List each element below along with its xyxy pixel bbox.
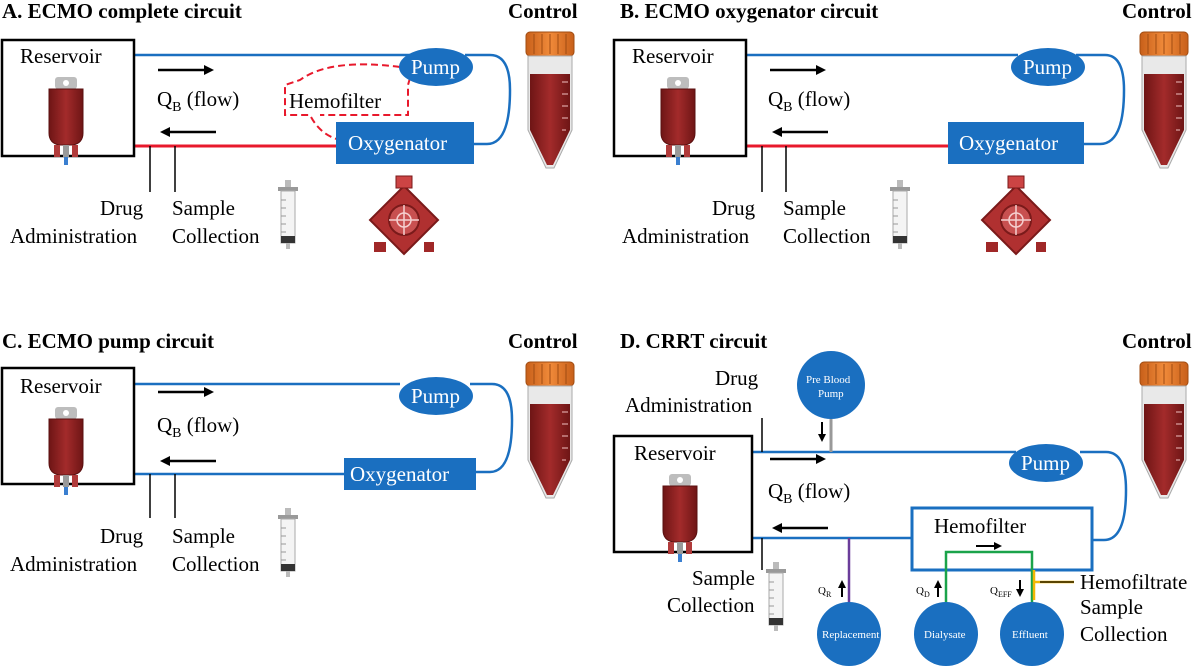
panel-d-sample-label-1: Sample (692, 566, 755, 590)
panel-b-sample-label-2: Collection (783, 224, 871, 248)
panel-b-pump-label: Pump (1023, 55, 1072, 79)
panel-b-reservoir-label: Reservoir (632, 44, 714, 68)
panel-b-control-tube-icon (1139, 31, 1189, 169)
panel-d-control-tube-icon (1139, 361, 1189, 499)
panel-c-control-label: Control (508, 329, 578, 353)
panel-a-iv-bag-icon (48, 76, 84, 166)
panel-c-title: C. ECMO pump circuit (2, 329, 214, 353)
panel-a-pump (399, 48, 473, 86)
panel-b-drug-label-1: Drug (712, 196, 756, 220)
panel-d-control-label: Control (1122, 329, 1192, 353)
panel-b-oxygenator (948, 122, 1084, 164)
panel-d-drug-label-1: Drug (715, 366, 759, 390)
panel-c-pump-label: Pump (411, 384, 460, 408)
panel-a-syringe-icon (277, 179, 299, 250)
panel-c-iv-bag-icon (48, 406, 84, 496)
panel-c-flow-label: QB (flow) (157, 413, 239, 441)
panel-b-title: B. ECMO oxygenator circuit (620, 0, 878, 23)
panel-a-sample-label-1: Sample (172, 196, 235, 220)
panel-d-pre-pump-label-2: Pump (818, 388, 844, 400)
panel-d: D. CRRT circuit Control Pre Blood Pump D… (612, 329, 1192, 666)
panel-b-pump (1011, 48, 1085, 86)
panel-d-pre-pump-label-1: Pre Blood (806, 374, 851, 386)
panel-d-reservoir-label: Reservoir (634, 441, 716, 465)
panel-d-effluent-label: Effluent (1012, 629, 1048, 641)
panel-b-iv-bag-icon (660, 76, 696, 166)
panel-b-oxygenator-label: Oxygenator (959, 131, 1058, 155)
panel-a-control-label: Control (508, 0, 578, 23)
panel-d-drug-label-2: Administration (625, 393, 753, 417)
panel-b-flow-label: QB (flow) (768, 87, 850, 115)
panel-d-hemo-sample-label-1: Hemofiltrate (1080, 570, 1187, 594)
panel-d-replacement-circle (817, 602, 881, 666)
panel-d-title: D. CRRT circuit (620, 329, 767, 353)
panel-d-hemo-sample-label-3: Collection (1080, 622, 1168, 646)
panel-d-pre-blood-pump (797, 351, 865, 419)
panel-c-control-tube-icon (525, 361, 575, 499)
panel-d-pump-label: Pump (1021, 451, 1070, 475)
panel-d-effluent-circle (1000, 602, 1064, 666)
panel-a-control-tube-icon (525, 31, 575, 169)
panel-d-qeff-label: QEFF (990, 585, 1012, 599)
panel-c-sample-label-2: Collection (172, 552, 260, 576)
panel-c-drug-label-2: Administration (10, 552, 138, 576)
panel-a-flow-label: QB (flow) (157, 87, 239, 115)
panel-a: A. ECMO complete circuit Control Reservo… (0, 0, 578, 255)
panel-d-hemofilter-label: Hemofilter (934, 514, 1026, 538)
panel-d-iv-bag-icon (662, 473, 698, 563)
panel-b-oxygenator-device-icon (981, 175, 1051, 255)
panel-c-reservoir-label: Reservoir (20, 374, 102, 398)
panel-a-oxygenator (336, 122, 474, 164)
panel-c-oxygenator (344, 458, 476, 490)
panel-c-drug-label-1: Drug (100, 524, 144, 548)
panel-c-pump (399, 377, 473, 415)
panel-a-reservoir-label: Reservoir (20, 44, 102, 68)
panel-d-replacement-label: Replacement (822, 629, 879, 641)
panel-b-syringe-icon (889, 179, 911, 250)
panel-b-drug-label-2: Administration (622, 224, 750, 248)
panel-a-hemofilter-loop (284, 63, 411, 141)
panel-d-qr-label: QR (818, 585, 832, 599)
panel-a-drug-label-1: Drug (100, 196, 144, 220)
panel-d-hemofilter-box (910, 506, 1094, 572)
panel-b-blue-line (746, 53, 1126, 146)
panel-a-pump-label: Pump (411, 55, 460, 79)
panel-d-blue-line (752, 450, 1128, 542)
panel-a-title: A. ECMO complete circuit (2, 0, 242, 23)
panel-a-hemofilter-label: Hemofilter (289, 89, 381, 113)
panel-c-sample-label-1: Sample (172, 524, 235, 548)
panel-b: B. ECMO oxygenator circuit Control Reser… (612, 0, 1192, 255)
panel-b-control-label: Control (1122, 0, 1192, 23)
panel-a-sample-label-2: Collection (172, 224, 260, 248)
panel-d-dialysate-label: Dialysate (924, 629, 966, 641)
panel-a-drug-label-2: Administration (10, 224, 138, 248)
panel-c-oxygenator-label: Oxygenator (350, 462, 449, 486)
panel-d-dialysate-line (944, 550, 1034, 605)
panel-d-syringe-icon (765, 561, 787, 632)
panel-d-pump (1009, 444, 1083, 482)
panel-a-blue-line (134, 53, 512, 146)
panel-b-sample-label-1: Sample (783, 196, 846, 220)
panel-a-oxygenator-label: Oxygenator (348, 131, 447, 155)
panel-a-oxygenator-device-icon (369, 175, 439, 255)
panel-c: C. ECMO pump circuit Control Reservoir P… (0, 329, 578, 578)
panel-c-syringe-icon (277, 507, 299, 578)
panel-d-hemo-sample-label-2: Sample (1080, 595, 1143, 619)
panel-c-blue-line (134, 382, 514, 476)
panel-d-sample-label-2: Collection (667, 593, 755, 617)
panel-d-dialysate-circle (914, 602, 978, 666)
panel-d-flow-label: QB (flow) (768, 479, 850, 507)
panel-d-qd-label: QD (916, 585, 930, 599)
